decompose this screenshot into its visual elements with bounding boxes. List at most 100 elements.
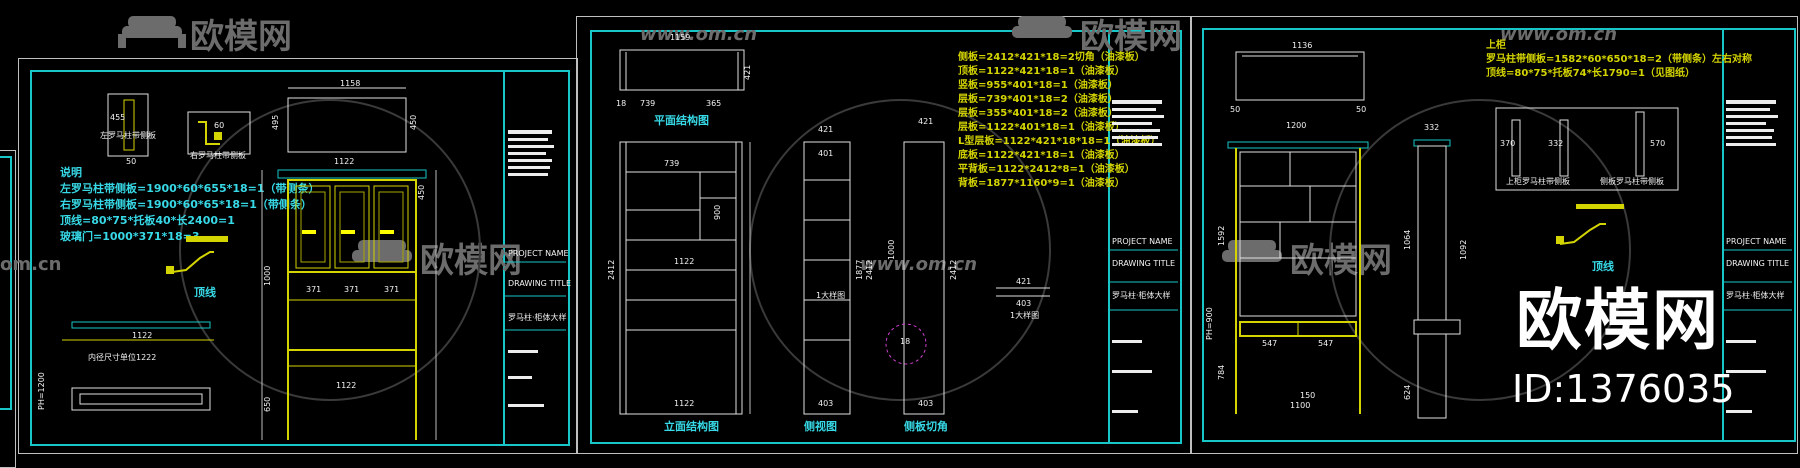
door-handle-3: [380, 230, 394, 234]
note-2-5: 层板=1122*401*18=1（油漆板）: [958, 120, 1125, 133]
dim-s3-d2: 332: [1548, 139, 1563, 148]
dim-front-w: 1122: [674, 399, 694, 408]
note-1-2: 右罗马柱带侧板=1900*60*65*18=1（带侧条）: [59, 197, 312, 211]
tb2-bar-7: [1112, 143, 1162, 146]
s3-side-lower: [1417, 333, 1447, 419]
sheet-3-notes: 上柜 罗马柱带侧板=1582*60*650*18=2（带侧条）左右对称 顶线=8…: [1486, 38, 1752, 79]
label-left-col: 左罗马柱带侧板: [100, 130, 156, 140]
tb1-bar-9: [508, 376, 532, 379]
watermark-logo-1: [118, 16, 186, 48]
tb3-drawing: DRAWING TITLE: [1726, 259, 1789, 268]
dim-cut-d: 421: [918, 117, 933, 126]
note-2-2: 竖板=955*401*18=1（油漆板）: [958, 78, 1118, 91]
dim-plan-s: 18: [616, 99, 626, 108]
tb3-bar-7: [1726, 143, 1776, 146]
watermark-brand-1: 欧模网: [190, 17, 292, 57]
watermark-brand-2: 欧模网: [1080, 17, 1182, 57]
tb2-project: PROJECT NAME: [1112, 237, 1173, 246]
tb2-bar-1: [1112, 100, 1162, 104]
col-detail-left-profile: [123, 99, 135, 151]
s3-side-upper: [1417, 145, 1447, 321]
sheet-1: [18, 58, 578, 454]
note-2-6: L型层板=1122*421*18*18=1（油漆板）: [958, 134, 1160, 147]
base-plan-inner: [79, 393, 203, 405]
dim-front-900: 900: [713, 205, 722, 220]
tb1-bar-1: [508, 130, 552, 134]
s3-crown: [1227, 141, 1369, 149]
s3-moulding-mark: [1556, 236, 1564, 244]
plan-outline: [619, 49, 745, 91]
side-cut-outline: [903, 141, 945, 415]
door-glass-1: [300, 191, 326, 263]
caption-side: 侧视图: [804, 419, 837, 433]
s3-detail-caption-1: 上柜罗马柱带侧板: [1506, 176, 1570, 186]
dim-lower-w: 1122: [336, 381, 356, 390]
tb3-bar-5: [1726, 129, 1774, 132]
sheet-1-drawings: 455 50 左罗马柱带侧板 右罗马柱带侧板 60 说明 左罗马柱带侧板=190…: [37, 79, 571, 440]
cabinet-door-3: [373, 185, 409, 269]
dim-s3-w150: 150: [1300, 391, 1315, 400]
dim-door-1: 371: [306, 285, 321, 294]
tb2-bar-4: [1112, 122, 1152, 125]
dim-front-top: 739: [664, 159, 679, 168]
base-top-bar: [71, 321, 211, 329]
dim-top-h: 495: [271, 115, 280, 130]
dim-s3-d3: 570: [1650, 139, 1665, 148]
door-glass-2: [339, 191, 365, 263]
s3-side-desk: [1413, 319, 1461, 335]
sheet-1-title-block: [503, 70, 565, 444]
door-handle-2: [341, 230, 355, 234]
brand-overlay-name: 欧模网: [1516, 282, 1720, 359]
cabinet-elevation: 371 371 371 1122 1000 650 450: [261, 169, 437, 440]
s3-upper-box: [1239, 151, 1357, 317]
tb3-bar-9: [1726, 370, 1766, 373]
dim-leg-h: 650: [263, 397, 272, 412]
tb2-bar-2: [1112, 108, 1156, 111]
note-3-1: 罗马柱带侧板=1582*60*650*18=2（带侧条）左右对称: [1486, 52, 1752, 65]
dim-detail-w: 421: [1016, 277, 1031, 286]
side-cut-view: 421 403 1000 2412 18 侧板切角: [885, 117, 958, 433]
watermark-layer: 欧模网 欧模网 欧模网 欧模网 www.om.cn www.om.cn www.…: [0, 16, 1631, 401]
sheet-2: [576, 16, 1192, 454]
sheet-1-title-block-content: PROJECT NAME DRAWING TITLE 罗马柱·柜体大样: [503, 130, 571, 407]
dim-plan-l: 739: [640, 99, 655, 108]
s3-side-crown: [1413, 139, 1451, 147]
dim-right-h: 450: [417, 185, 426, 200]
cabinet-door-2: [334, 185, 370, 269]
dim-side-h: 1877: [855, 260, 864, 280]
watermark-circle-3: [1329, 99, 1631, 401]
tb2-bar-6: [1112, 136, 1158, 139]
dim-s3-drawer-1: 547: [1262, 339, 1277, 348]
side-view: 421 401 403 1877 2412 1大样图 侧视图: [803, 125, 874, 433]
sheet-2-title-block: [1108, 30, 1178, 442]
s3-top-plan: [1235, 51, 1365, 101]
dim-s3-side-low: 624: [1403, 385, 1412, 400]
note-2-9: 背板=1877*1160*9=1（油漆板）: [958, 176, 1125, 189]
watermark-logo-3: [352, 240, 412, 262]
dim-top-inner: 1122: [334, 157, 354, 166]
dim-s3-w1100: 1100: [1290, 401, 1310, 410]
tb1-project: PROJECT NAME: [508, 249, 569, 258]
tb2-bar-8: [1112, 340, 1142, 343]
cabinet-crown: [277, 169, 427, 179]
dim-s3-base-h: PH=900: [1205, 307, 1214, 340]
note-2-0: 侧板=2412*421*18=2切角（油漆板）: [958, 50, 1145, 63]
tb1-bar-10: [508, 404, 544, 407]
dim-cut-h2: 2412: [949, 260, 958, 280]
watermark-url-4: om.cn: [0, 254, 61, 275]
note-1-4: 玻璃门=1000*371*18=3: [60, 229, 199, 243]
label-right-col: 右罗马柱带侧板: [190, 150, 246, 160]
sheet-1-notes: 说明 左罗马柱带侧板=1900*60*655*18=1（带侧条） 右罗马柱带侧板…: [59, 165, 320, 243]
sheet-stub-left-frame: [0, 156, 12, 410]
small-detail: 421 403 1大样图: [996, 277, 1050, 320]
s3-moulding-profile: [1559, 223, 1606, 245]
note-1-3: 顶线=80*75*托板40*长2400=1: [60, 213, 235, 227]
watermark-brand-4: 欧模网: [1290, 241, 1392, 281]
dim-detail-in: 403: [1016, 299, 1031, 308]
tb3-sub: 罗马柱·柜体大样: [1726, 290, 1785, 300]
sheet-3-drawings: 1136 50 50 1200 547 547 1592: [1205, 38, 1792, 419]
caption-front: 立面结构图: [664, 419, 719, 433]
moulding-bar: [186, 236, 228, 242]
dim-s3-upper-h: 1592: [1217, 226, 1226, 246]
dim-s3-small-r: 50: [1356, 105, 1366, 114]
